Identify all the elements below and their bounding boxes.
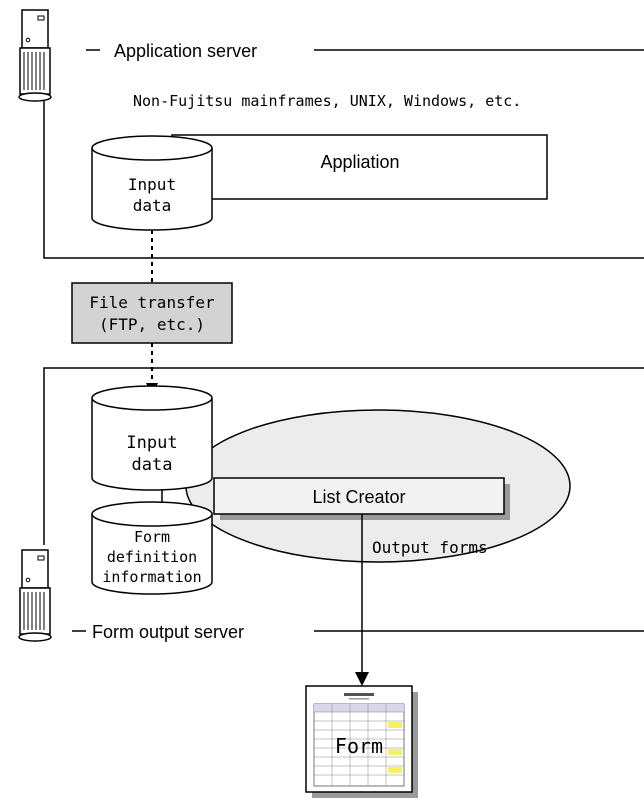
form-definition-line3: information <box>102 568 201 586</box>
form-definition-line2: definition <box>107 548 197 566</box>
form-definition-line1: Form <box>134 528 170 546</box>
form-output-server-boundary <box>43 367 644 632</box>
application-program-box <box>171 134 548 200</box>
form-input-data-cylinder <box>91 385 213 491</box>
form-definition-cylinder <box>91 501 213 595</box>
file-transfer-box <box>71 282 233 344</box>
platforms-label: Non-Fujitsu mainframes, UNIX, Windows, e… <box>133 92 521 110</box>
list-creator-label: List Creator <box>312 487 405 507</box>
file-transfer-line2: (FTP, etc.) <box>99 315 205 334</box>
application-server-boundary <box>43 49 644 259</box>
app-input-data-line2: data <box>133 196 172 215</box>
form-document <box>305 685 418 798</box>
application-program-label: Appliation <box>320 152 399 172</box>
output-forms-label: Output forms <box>372 538 488 557</box>
output-arrowhead <box>355 672 369 686</box>
app-input-data-line1: Input <box>128 175 176 194</box>
form-document-label: Form <box>335 734 383 758</box>
form-output-server-icon <box>18 549 52 642</box>
app-input-data-cylinder <box>91 135 213 231</box>
form-output-server-label: Form output server <box>92 622 244 642</box>
application-server-label: Application server <box>114 41 257 61</box>
list-creator-box <box>213 477 505 515</box>
form-input-data-line1: Input <box>126 433 177 453</box>
form-input-data-line2: data <box>132 455 173 475</box>
file-transfer-line1: File transfer <box>89 293 215 312</box>
application-server-icon <box>18 9 52 102</box>
